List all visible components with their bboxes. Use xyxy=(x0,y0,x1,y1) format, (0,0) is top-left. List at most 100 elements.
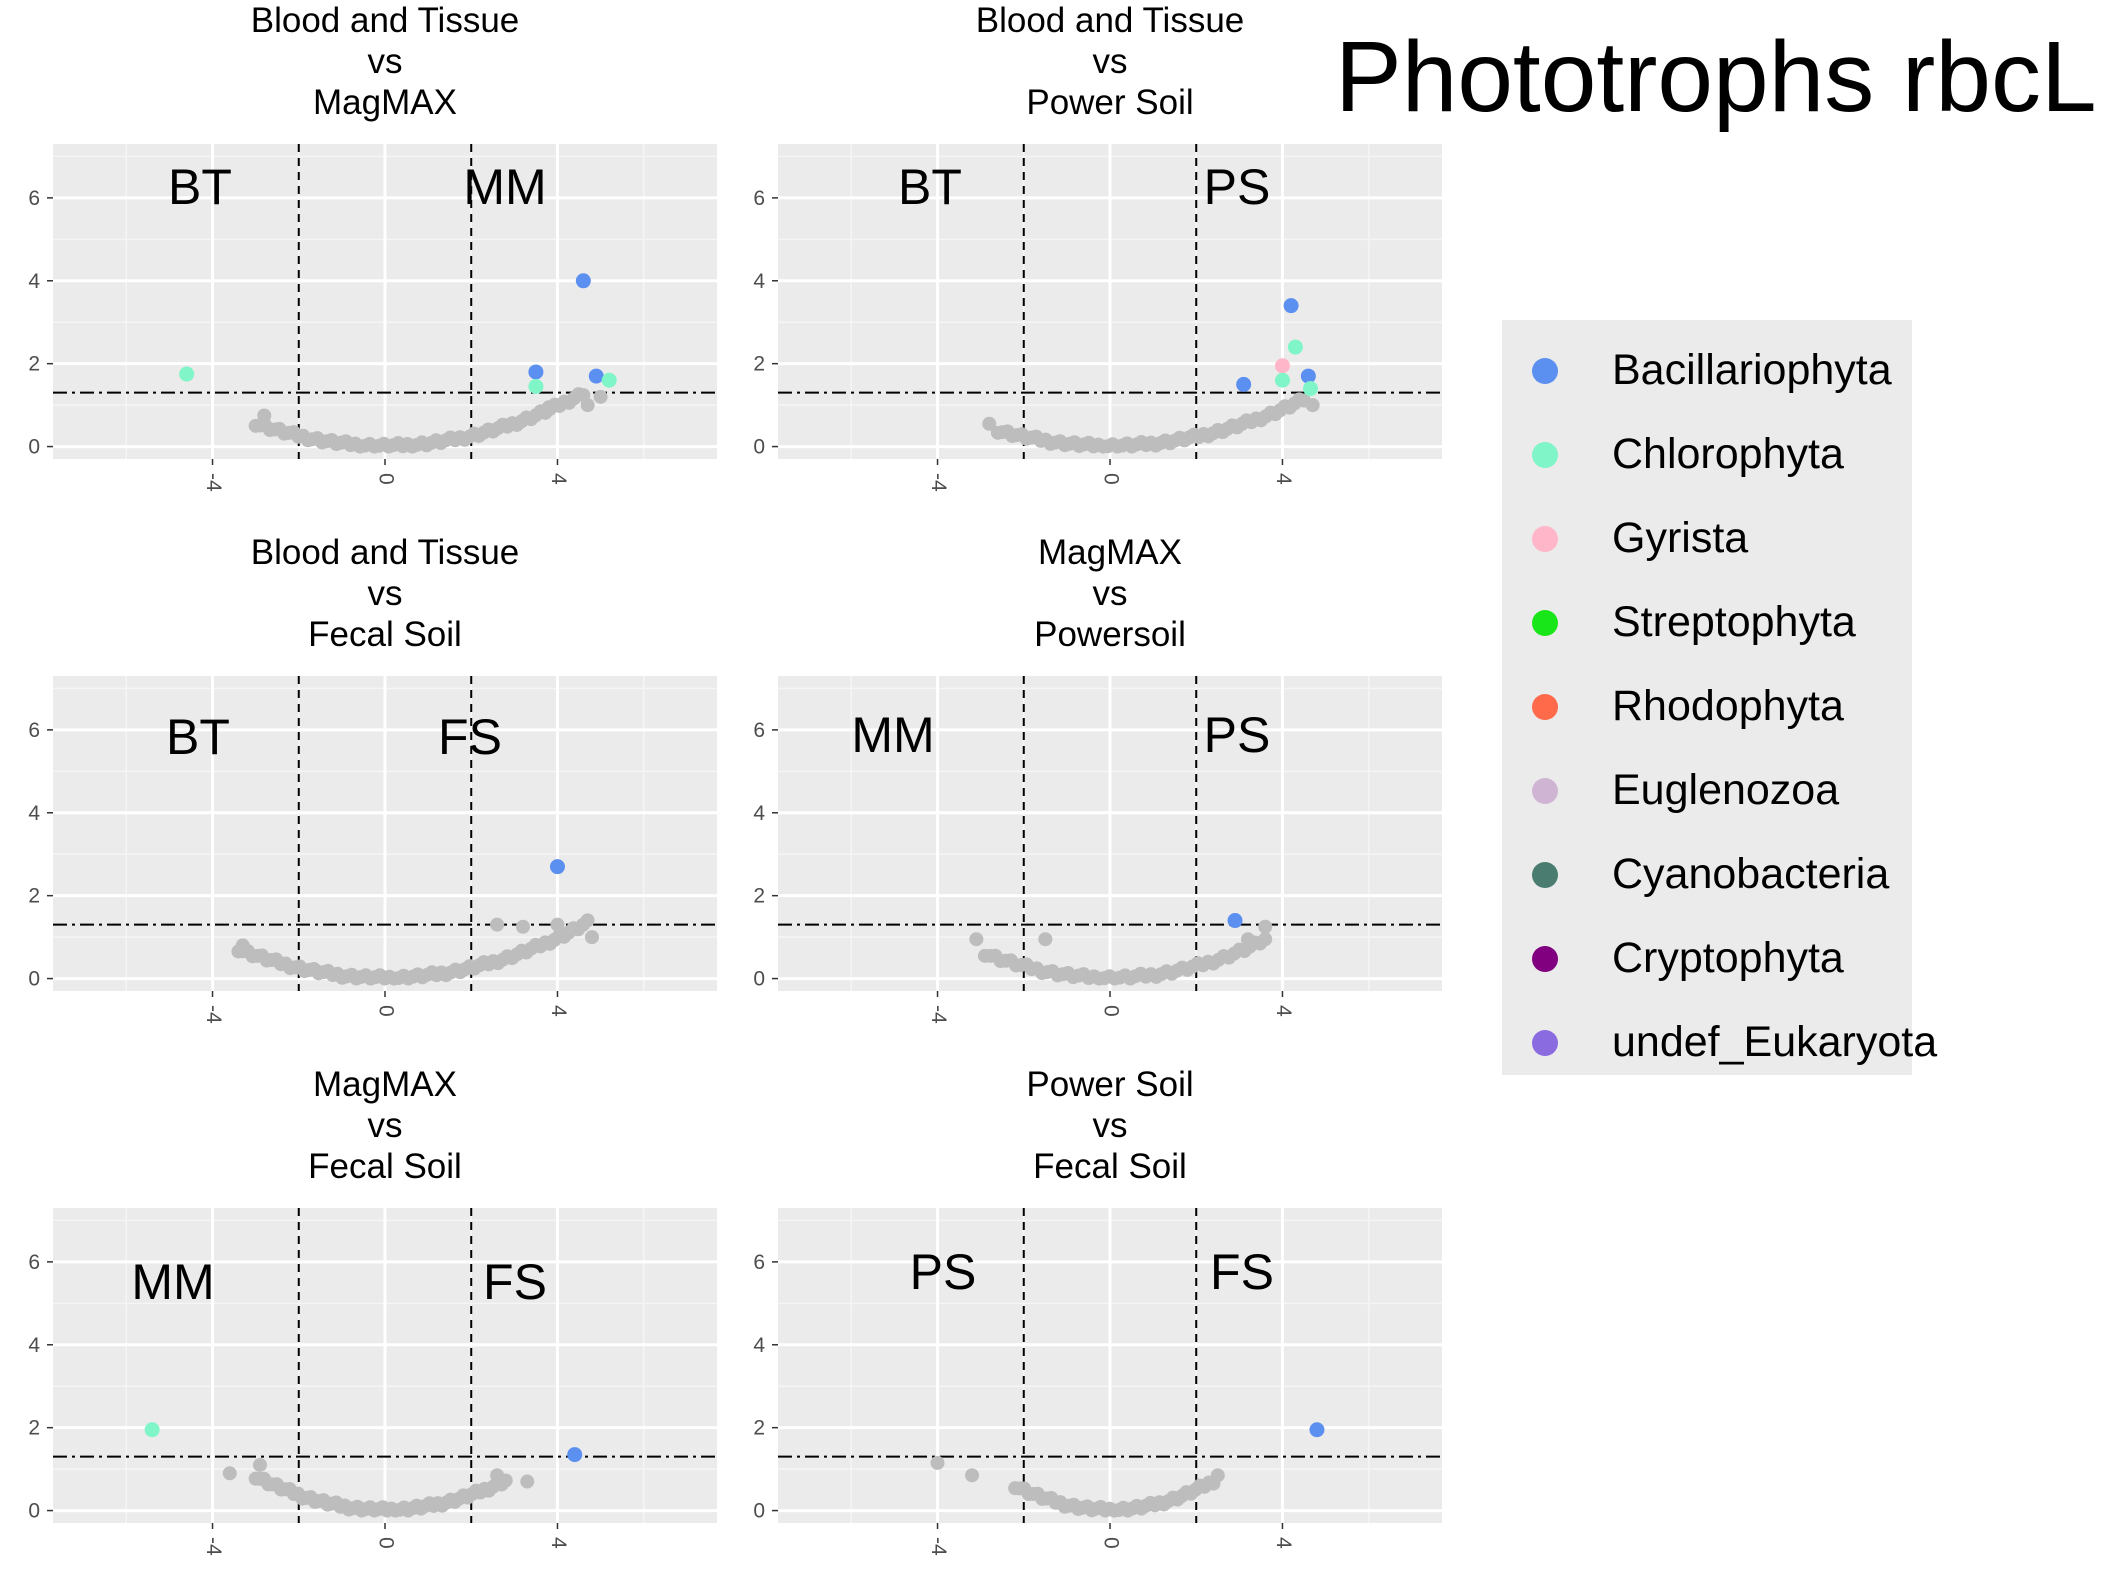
y-tick-label: 2 xyxy=(28,1417,40,1440)
significant-point xyxy=(1302,381,1318,397)
panel-title-line: MagMAX xyxy=(313,1065,457,1104)
legend-label: Rhodophyta xyxy=(1612,682,1844,730)
group-label-right: FS xyxy=(483,1254,547,1310)
group-label-right: MM xyxy=(463,159,547,215)
x-tick-label: 0 xyxy=(1099,1005,1122,1017)
significant-point xyxy=(601,372,617,388)
x-tick-label: -4 xyxy=(202,473,225,492)
significant-point xyxy=(528,378,544,394)
significant-point xyxy=(1309,1422,1325,1438)
panel-title-line: Blood and Tissue xyxy=(250,1,520,40)
y-tick-label: 6 xyxy=(753,1251,765,1274)
legend-item: Chlorophyta xyxy=(1502,412,1912,496)
significant-point xyxy=(1287,339,1303,355)
panel-title-line: MagMAX xyxy=(1038,533,1182,572)
panel-title-line: vs xyxy=(367,574,403,613)
y-tick-label: 6 xyxy=(753,187,765,210)
significant-point xyxy=(179,366,195,382)
y-tick-label: 6 xyxy=(28,1251,40,1274)
significant-point xyxy=(549,859,565,875)
panel-title-line: vs xyxy=(1092,42,1128,81)
legend-key xyxy=(1532,946,1558,972)
group-label-left: MM xyxy=(131,1254,215,1310)
main-title: Phototrophs rbcL xyxy=(1335,21,2097,133)
panel-title-line: Fecal Soil xyxy=(1033,1147,1187,1186)
significant-point xyxy=(575,273,591,289)
significant-point xyxy=(1300,368,1316,384)
legend-item: Cyanobacteria xyxy=(1502,832,1912,916)
non-significant-point xyxy=(1038,932,1053,947)
legend-item: Cryptophyta xyxy=(1502,916,1912,1000)
non-significant-point xyxy=(1258,919,1273,934)
significant-point xyxy=(1283,298,1299,314)
legend-item: undef_Eukaryota xyxy=(1502,1000,1937,1084)
y-tick-label: 0 xyxy=(28,968,40,991)
panel-title-line: Power Soil xyxy=(1026,1065,1194,1104)
panel-title-line: vs xyxy=(367,1106,403,1145)
significant-point xyxy=(1274,372,1290,388)
group-label-left: BT xyxy=(168,159,232,215)
y-tick-label: 0 xyxy=(753,1500,765,1523)
non-significant-point xyxy=(490,1468,505,1483)
y-tick-label: 4 xyxy=(753,1334,765,1357)
non-significant-point xyxy=(580,398,595,413)
non-significant-point xyxy=(584,930,599,945)
x-tick-label: 4 xyxy=(1272,473,1295,485)
non-significant-point xyxy=(235,938,250,953)
y-tick-label: 4 xyxy=(28,802,40,825)
non-significant-point xyxy=(593,389,608,404)
x-tick-label: 4 xyxy=(547,473,570,485)
x-tick-label: 0 xyxy=(1099,473,1122,485)
non-significant-point xyxy=(515,919,530,934)
x-tick-label: 4 xyxy=(1272,1537,1295,1549)
legend-item: Euglenozoa xyxy=(1502,748,1912,832)
panel-title-line: MagMAX xyxy=(313,83,457,122)
legend-key xyxy=(1532,610,1558,636)
non-significant-point xyxy=(222,1466,237,1481)
non-significant-point xyxy=(252,1457,267,1472)
legend-label: Chlorophyta xyxy=(1612,430,1844,478)
non-significant-point xyxy=(965,1468,980,1483)
legend-item: Streptophyta xyxy=(1502,580,1912,664)
y-tick-label: 0 xyxy=(28,1500,40,1523)
legend-key xyxy=(1532,526,1558,552)
x-tick-label: 4 xyxy=(547,1005,570,1017)
panel-title-line: Powersoil xyxy=(1034,615,1186,654)
panel-title-line: vs xyxy=(1092,574,1128,613)
legend-label: Streptophyta xyxy=(1612,598,1856,646)
significant-point xyxy=(567,1447,583,1463)
x-tick-label: -4 xyxy=(202,1537,225,1556)
significant-point xyxy=(588,368,604,384)
panel-title-line: Fecal Soil xyxy=(308,615,462,654)
legend-item: Rhodophyta xyxy=(1502,664,1912,748)
y-tick-label: 0 xyxy=(753,436,765,459)
non-significant-point xyxy=(1305,398,1320,413)
group-label-right: PS xyxy=(1203,159,1271,215)
non-significant-point xyxy=(1258,932,1273,947)
non-significant-point xyxy=(490,917,505,932)
legend-label: Cyanobacteria xyxy=(1612,850,1890,898)
x-tick-label: -4 xyxy=(927,1005,950,1024)
significant-point xyxy=(1236,376,1252,392)
y-tick-label: 4 xyxy=(753,802,765,825)
non-significant-point xyxy=(520,1474,535,1489)
y-tick-label: 6 xyxy=(28,719,40,742)
group-label-right: FS xyxy=(438,709,502,765)
x-tick-label: 0 xyxy=(1099,1537,1122,1549)
y-tick-label: 0 xyxy=(28,436,40,459)
x-tick-label: 4 xyxy=(1272,1005,1295,1017)
y-tick-label: 6 xyxy=(753,719,765,742)
non-significant-point xyxy=(1240,932,1255,947)
x-tick-label: -4 xyxy=(927,473,950,492)
x-tick-label: 0 xyxy=(374,473,397,485)
